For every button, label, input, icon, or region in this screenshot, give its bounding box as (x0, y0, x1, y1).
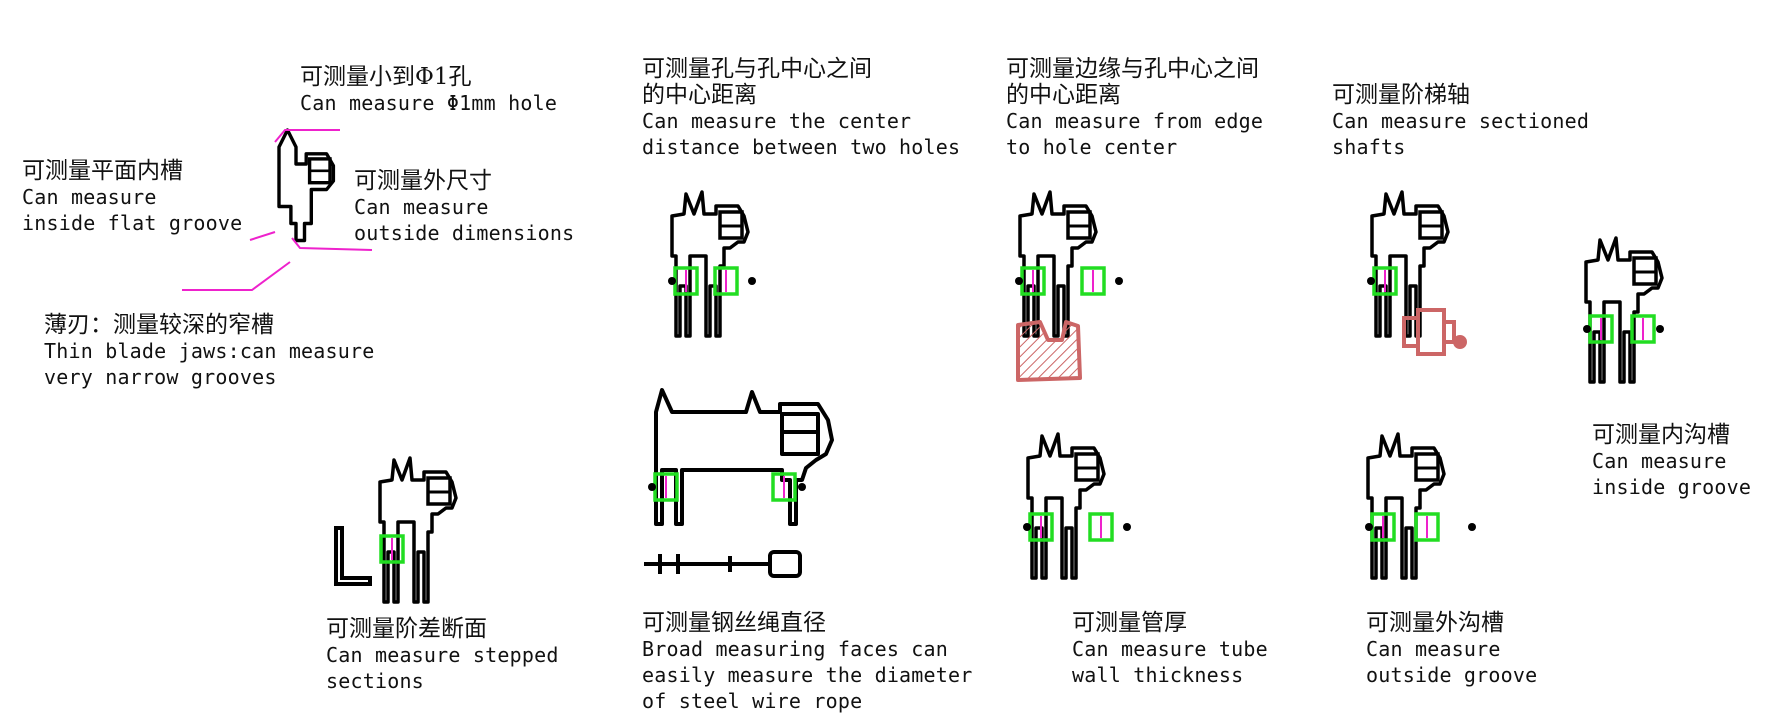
contact-wire-rope (648, 472, 806, 502)
label-inside-groove-en2: inside groove (1592, 475, 1752, 499)
caliper-tube (1026, 432, 1106, 580)
label-outside-dim-zh: 可测量外尺寸 (354, 168, 492, 194)
label-stepped-en2: sections (326, 669, 424, 693)
label-tube-zh: 可测量管厚 (1072, 610, 1187, 636)
contact-tube (1023, 512, 1131, 542)
label-wire-rope-en1: Broad measuring faces can (642, 637, 949, 661)
label-flat-groove-en2: inside flat groove (22, 211, 243, 235)
label-stepped-en1: Can measure stepped (326, 643, 559, 667)
label-shafts-zh: 可测量阶梯轴 (1332, 82, 1470, 108)
label-small-hole-zh: 可测量小到Φ1孔 (300, 64, 472, 90)
label-shafts-en1: Can measure sectioned (1332, 109, 1590, 133)
contact-two-holes (668, 266, 756, 296)
label-thin-blade-zh: 薄刃：测量较深的窄槽 (44, 312, 274, 338)
label-two-holes-en1: Can measure the center (642, 109, 912, 133)
label-inside-groove-en1: Can measure (1592, 449, 1727, 473)
label-outside-dim-en2: outside dimensions (354, 221, 575, 245)
label-tube: 可测量管厚 Can measure tube wall thickness (1072, 610, 1268, 688)
label-outside-groove: 可测量外沟槽 Can measure outside groove (1366, 610, 1537, 688)
depth-rod (644, 550, 802, 578)
label-small-hole-en: Can measure Φ1mm hole (300, 91, 558, 115)
label-stepped: 可测量阶差断面 Can measure stepped sections (326, 616, 559, 694)
label-inside-groove-zh: 可测量内沟槽 (1592, 422, 1730, 448)
label-shafts: 可测量阶梯轴 Can measure sectioned shafts (1332, 82, 1589, 160)
label-thin-blade-en1: Thin blade jaws:can measure (44, 339, 375, 363)
label-inside-groove: 可测量内沟槽 Can measure inside groove (1592, 422, 1751, 500)
label-shafts-en2: shafts (1332, 135, 1406, 159)
label-thin-blade-en2: very narrow grooves (44, 365, 277, 389)
label-wire-rope: 可测量钢丝绳直径 Broad measuring faces can easil… (642, 610, 973, 714)
caliper-two-holes (670, 190, 750, 338)
label-outside-dim-en1: Can measure (354, 195, 489, 219)
pointer-lines (182, 129, 373, 291)
label-flat-groove-zh: 可测量平面内槽 (22, 158, 183, 184)
contact-shafts (1367, 266, 1398, 296)
caliper-stepped (378, 456, 458, 604)
label-edge-hole-zh1: 可测量边缘与孔中心之间 (1006, 56, 1259, 82)
label-two-holes: 可测量孔与孔中心之间 的中心距离 Can measure the center … (642, 56, 960, 160)
label-wire-rope-en2: easily measure the diameter (642, 663, 973, 687)
label-tube-en1: Can measure tube (1072, 637, 1268, 661)
label-two-holes-zh1: 可测量孔与孔中心之间 (642, 56, 872, 82)
caliper-inside-groove (1584, 236, 1664, 384)
contact-edge-hole (1015, 266, 1123, 296)
label-edge-hole-zh2: 的中心距离 (1006, 82, 1121, 108)
label-flat-groove-en1: Can measure (22, 185, 157, 209)
label-stepped-zh: 可测量阶差断面 (326, 616, 487, 642)
caliper-wire-rope (654, 388, 834, 526)
label-edge-hole-en1: Can measure from edge (1006, 109, 1264, 133)
label-edge-hole-en2: to hole center (1006, 135, 1178, 159)
label-flat-groove: 可测量平面内槽 Can measure inside flat groove (22, 158, 242, 236)
contact-outside-groove (1365, 512, 1476, 542)
caliper-shafts (1370, 190, 1450, 338)
label-outside-groove-en1: Can measure (1366, 637, 1501, 661)
label-thin-blade: 薄刃：测量较深的窄槽 Thin blade jaws:can measure v… (44, 312, 375, 390)
caliper-outside-groove (1366, 432, 1446, 580)
label-wire-rope-en3: of steel wire rope (642, 689, 863, 713)
label-two-holes-zh2: 的中心距离 (642, 82, 757, 108)
label-two-holes-en2: distance between two holes (642, 135, 961, 159)
label-outside-groove-en2: outside groove (1366, 663, 1538, 687)
workpiece-step (334, 526, 372, 586)
label-wire-rope-zh: 可测量钢丝绳直径 (642, 610, 826, 636)
label-small-hole: 可测量小到Φ1孔 Can measure Φ1mm hole (300, 64, 557, 116)
label-outside-groove-zh: 可测量外沟槽 (1366, 610, 1504, 636)
workpiece-block (1016, 320, 1082, 382)
caliper-edge-hole (1018, 190, 1098, 338)
label-outside-dim: 可测量外尺寸 Can measure outside dimensions (354, 168, 574, 246)
label-tube-en2: wall thickness (1072, 663, 1244, 687)
contact-inside-groove (1583, 314, 1664, 344)
workpiece-shaft (1402, 308, 1467, 356)
label-edge-hole: 可测量边缘与孔中心之间 的中心距离 Can measure from edge … (1006, 56, 1263, 160)
caliper-small-hole (277, 128, 336, 243)
